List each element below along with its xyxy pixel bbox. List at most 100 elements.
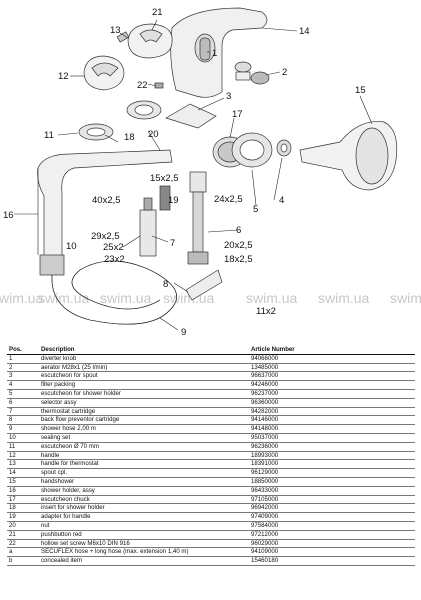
cell-pos: 18 (7, 503, 39, 514)
cell-article: 96237000 (249, 389, 415, 399)
callout-label: 9 (181, 327, 186, 338)
callout-label: 20x2,5 (224, 240, 253, 251)
cell-description: adapter for handle (39, 512, 249, 522)
cell-description: insert for shower holder (39, 503, 249, 514)
cell-article: 97105000 (249, 495, 415, 505)
callout-label: 18x2,5 (224, 254, 253, 265)
cell-pos: 21 (7, 530, 39, 540)
cell-article: 96360000 (249, 398, 415, 408)
cell-pos: 11 (7, 442, 39, 452)
cell-pos: 8 (7, 415, 39, 426)
callout-label: 5 (253, 204, 258, 215)
cell-article: 94282000 (249, 407, 415, 417)
callout-label: 4 (279, 195, 284, 206)
cell-pos: 3 (7, 371, 39, 382)
cell-pos: 15 (7, 477, 39, 487)
cell-pos: 9 (7, 424, 39, 434)
callout-label: 15x2,5 (150, 173, 179, 184)
cell-description: pushbutton red (39, 530, 249, 540)
callout-label: 13 (110, 25, 121, 36)
cell-article: 96029000 (249, 539, 415, 549)
callout-label: 17 (232, 109, 243, 120)
callout-label: 24x2,5 (214, 194, 243, 205)
cell-pos: 5 (7, 389, 39, 399)
callout-label: 15 (355, 85, 366, 96)
cell-description: handle for thermostat (39, 459, 249, 470)
watermark: swim.ua (318, 290, 370, 306)
cell-pos: 10 (7, 433, 39, 443)
cell-description: escutcheon Ø 70 mm (39, 442, 249, 452)
cell-pos: 12 (7, 451, 39, 461)
cell-description: shower hose 2,00 m (39, 424, 249, 434)
table-header-row: Pos. Description Article Number (7, 346, 415, 355)
cell-description: sealing set (39, 433, 249, 443)
escutcheon-rings (78, 100, 292, 168)
cell-article: 96129000 (249, 468, 415, 478)
thermostat-handle-part (116, 23, 173, 59)
cell-article: 94146000 (249, 415, 415, 426)
cell-description: diverter knob (39, 354, 249, 364)
callout-label: 40x2,5 (92, 195, 121, 206)
watermark-row: swim.ua swim.ua swim.ua swim.ua swim.ua … (0, 290, 421, 306)
callout-label: 14 (299, 26, 310, 37)
cell-description: back flow preventor cartridge (39, 415, 249, 426)
aerator-part (234, 61, 270, 85)
cell-pos: 4 (7, 380, 39, 390)
cell-article: 95037000 (249, 433, 415, 443)
cell-description: aerator M28x1 (25 l/min) (39, 363, 249, 373)
cell-pos: 20 (7, 521, 39, 531)
cell-article: 13485000 (249, 363, 415, 373)
cell-description: concealed item (39, 556, 249, 566)
exploded-parts-diagram: swim.ua swim.ua swim.ua swim.ua swim.ua … (0, 7, 421, 338)
cell-description: spout cpl. (39, 468, 249, 478)
callout-label: 29x2,5 (91, 231, 120, 242)
callout-label: 25x2 (103, 242, 124, 253)
cell-description: escutcheon chuck (39, 495, 249, 505)
callout-labels: 21 13 14 1 2 12 22 3 15 11 18 20 17 16 1… (3, 7, 366, 338)
callout-label: 3 (226, 91, 231, 102)
cell-pos: 7 (7, 407, 39, 417)
callout-label: 7 (170, 238, 175, 249)
cell-description: escutcheon for spout (39, 371, 249, 382)
header-article-number: Article Number (249, 346, 415, 355)
cell-pos: 13 (7, 459, 39, 470)
leader-lines (14, 19, 373, 331)
callout-label: 22 (137, 80, 148, 91)
cell-article: 18391000 (249, 459, 415, 470)
cell-pos: 19 (7, 512, 39, 522)
spout-part (170, 7, 268, 98)
cell-article: 96942000 (249, 503, 415, 514)
cell-description: thermostat cartridge (39, 407, 249, 417)
watermark: swim.ua (0, 290, 44, 306)
cell-pos: 14 (7, 468, 39, 478)
cell-article: 96236000 (249, 442, 415, 452)
callout-label: 11x2 (256, 306, 276, 317)
callout-label: 1 (212, 48, 217, 59)
callout-label: 2 (282, 67, 287, 78)
handshower-part (299, 121, 398, 191)
callout-label: 6 (236, 225, 241, 236)
cell-pos: 17 (7, 495, 39, 505)
cell-pos: 2 (7, 363, 39, 373)
watermark: swim.ua (38, 290, 90, 306)
header-description: Description (39, 346, 249, 355)
callout-label: 18 (124, 132, 135, 143)
handle-part (83, 55, 125, 91)
callout-label: 10 (66, 241, 77, 252)
callout-label: 8 (163, 279, 168, 290)
cell-article: 18993000 (249, 451, 415, 461)
cell-article: 18850000 (249, 477, 415, 487)
